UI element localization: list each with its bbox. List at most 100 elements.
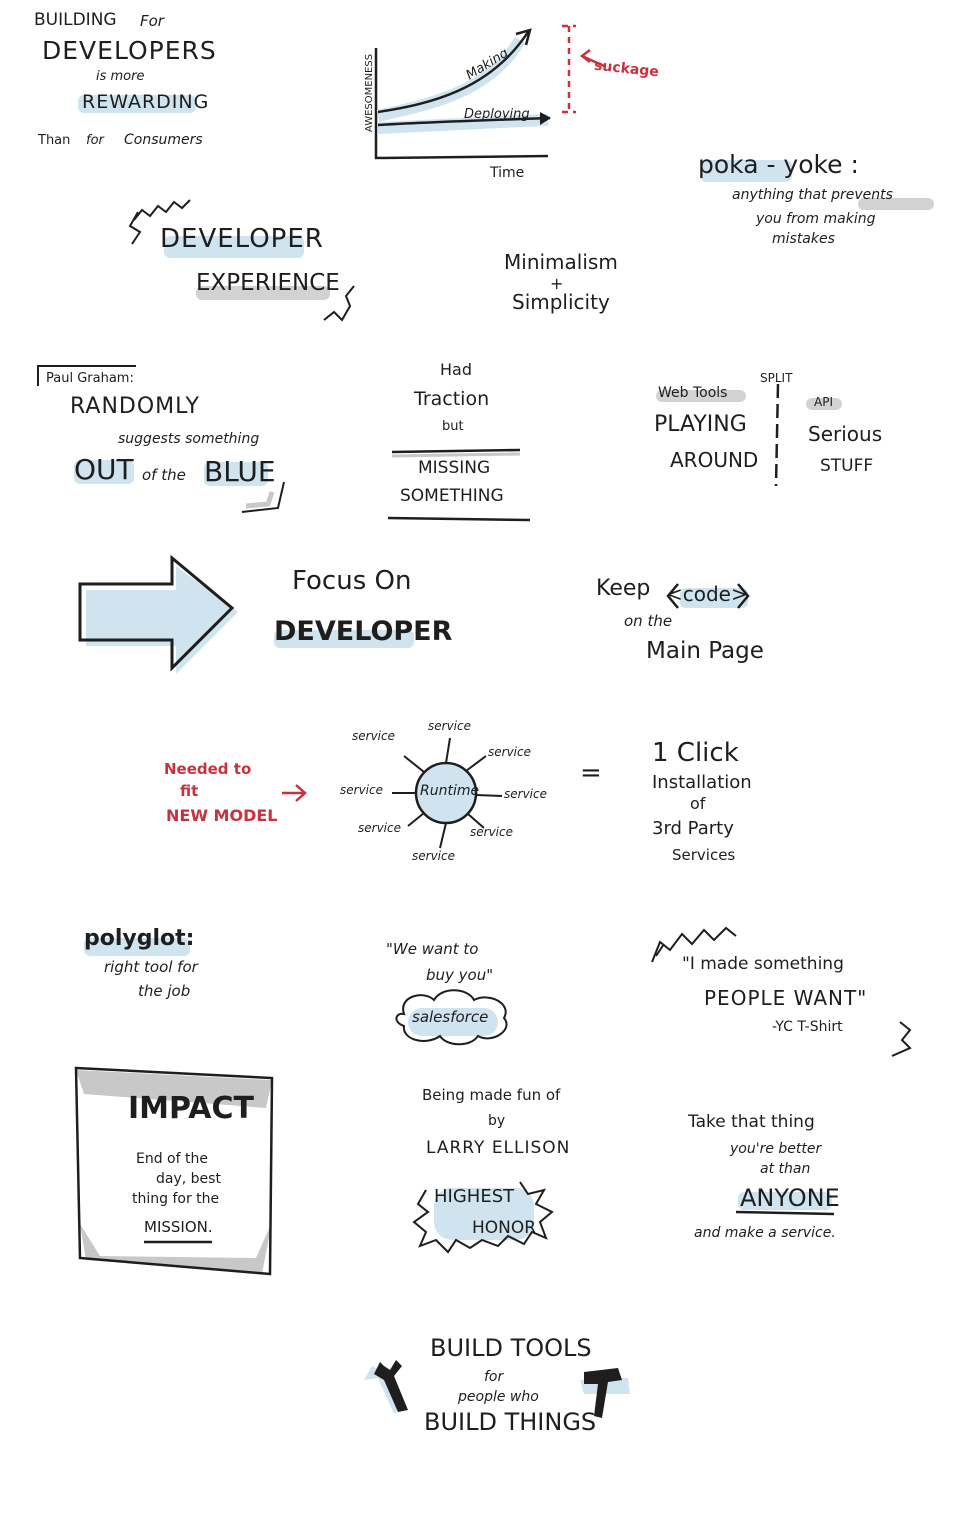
highlight — [408, 1008, 498, 1036]
ellison-line2: by — [488, 1113, 506, 1129]
runtime-center-label: Runtime — [420, 783, 480, 799]
split-line — [774, 383, 780, 487]
oneclick-line4: 3rd Party — [652, 818, 734, 839]
building-line1: BUILDING — [34, 10, 117, 30]
devex-line2: EXPERIENCE — [196, 270, 340, 296]
building-line5c: Consumers — [124, 132, 203, 148]
oneclick-line3: of — [690, 794, 706, 813]
runtime-spokes — [392, 737, 503, 849]
yc-line3: -YC T-Shirt — [772, 1019, 843, 1035]
minimalism-line1: Minimalism — [504, 250, 618, 274]
takething-line3: at than — [760, 1161, 811, 1177]
building-line3: is more — [96, 69, 145, 84]
impact-line4: MISSION. — [144, 1218, 213, 1236]
graph-axes — [374, 48, 549, 160]
traction-line2: Traction — [414, 388, 490, 410]
highlight — [204, 462, 268, 486]
highlight — [700, 160, 792, 182]
building-line5: Than — [38, 133, 71, 148]
suckage-bracket — [562, 24, 605, 114]
keep-code: <code> — [666, 582, 748, 606]
building-line1b: For — [140, 12, 164, 30]
pokayoke-title: poka - yoke : — [698, 150, 859, 179]
code-left-bracket — [666, 583, 679, 609]
model-arrow — [282, 784, 307, 802]
zigzag-top — [133, 199, 191, 221]
polyglot-line1: right tool for — [104, 958, 198, 976]
runtime-service: service — [412, 849, 455, 863]
impact-frame-top — [76, 1070, 272, 1108]
highlight — [74, 460, 134, 484]
graham-line3: suggests something — [118, 431, 260, 447]
anyone-underline — [735, 1210, 835, 1216]
hammer-icon — [580, 1368, 630, 1418]
split-label: SPLIT — [760, 371, 793, 385]
highlight — [738, 1192, 832, 1210]
oneclick-line1: 1 Click — [652, 738, 739, 768]
ellison-line5: HONOR — [472, 1218, 537, 1238]
graham-corner-br — [241, 481, 285, 513]
runtime-service: service — [352, 729, 395, 743]
wrench-icon — [364, 1360, 408, 1414]
deploying-curve — [377, 116, 551, 127]
highlight — [434, 1188, 534, 1240]
highlight — [680, 588, 748, 608]
deploying-arrowhead — [540, 112, 551, 125]
buildtools-line1: BUILD TOOLS — [430, 1334, 592, 1362]
split-right-line1: Serious — [808, 422, 883, 446]
runtime-service: service — [340, 783, 383, 797]
pokayoke-line2: you from making — [756, 211, 876, 227]
yc-line1: "I made something — [682, 954, 844, 974]
graham-line2: RANDOMLY — [70, 394, 200, 419]
highlight — [656, 390, 746, 402]
yc-zigzag-bottom — [891, 1021, 912, 1057]
highlight — [164, 236, 304, 258]
split-left-line2: AROUND — [670, 448, 759, 472]
takething-line1: Take that thing — [688, 1112, 815, 1132]
traction-line5: SOMETHING — [400, 486, 504, 506]
building-line5b: for — [86, 133, 104, 148]
runtime-service: service — [470, 825, 513, 839]
graph-deploying-label: Deploying — [464, 107, 530, 122]
keep-line2: on the — [624, 612, 673, 630]
pokayoke-line3: mistakes — [772, 231, 835, 247]
buildtools-line2: for — [484, 1369, 504, 1385]
salesforce-cloud — [395, 989, 508, 1046]
big-arrow-halo — [86, 566, 238, 674]
graham-corner — [37, 365, 136, 386]
minimalism-plus: + — [550, 274, 564, 293]
keep-line1: Keep — [596, 576, 651, 601]
impact-line2: day, best — [156, 1171, 221, 1187]
impact-line1: End of the — [136, 1151, 208, 1167]
zigzag-left — [128, 211, 142, 245]
salesforce-quote1: "We want to — [386, 940, 479, 958]
impact-big: IMPACT — [128, 1091, 254, 1126]
oneclick-line5: Services — [672, 846, 736, 864]
making-curve — [377, 31, 530, 114]
deploying-curve-halo — [377, 114, 549, 134]
building-line2: DEVELOPERS — [42, 36, 217, 65]
pokayoke-line1: anything that prevents — [732, 187, 893, 203]
graham-line4c: BLUE — [204, 455, 276, 488]
model-line3: NEW MODEL — [166, 806, 278, 825]
impact-line3: thing for the — [132, 1191, 220, 1207]
polyglot-line2: the job — [138, 982, 191, 1000]
runtime-service: service — [504, 787, 547, 801]
equals-sign: = — [580, 758, 602, 788]
ellison-line3: LARRY ELLISON — [426, 1138, 571, 1158]
salesforce-logo-text: salesforce — [412, 1008, 489, 1026]
highlight — [806, 398, 842, 410]
focus-line1: Focus On — [292, 566, 412, 596]
traction-line3: but — [442, 419, 464, 434]
building-line4: REWARDING — [82, 91, 210, 113]
minimalism-line2: Simplicity — [512, 290, 610, 314]
model-line1: Needed to — [164, 760, 252, 778]
buildtools-line3: people who — [458, 1389, 539, 1405]
big-arrow — [78, 554, 235, 672]
highlight — [196, 286, 330, 300]
traction-divider — [391, 448, 521, 454]
graham-line1: Paul Graham: — [46, 371, 134, 386]
model-line2: fit — [180, 782, 199, 800]
takething-line4: ANYONE — [740, 1184, 840, 1212]
